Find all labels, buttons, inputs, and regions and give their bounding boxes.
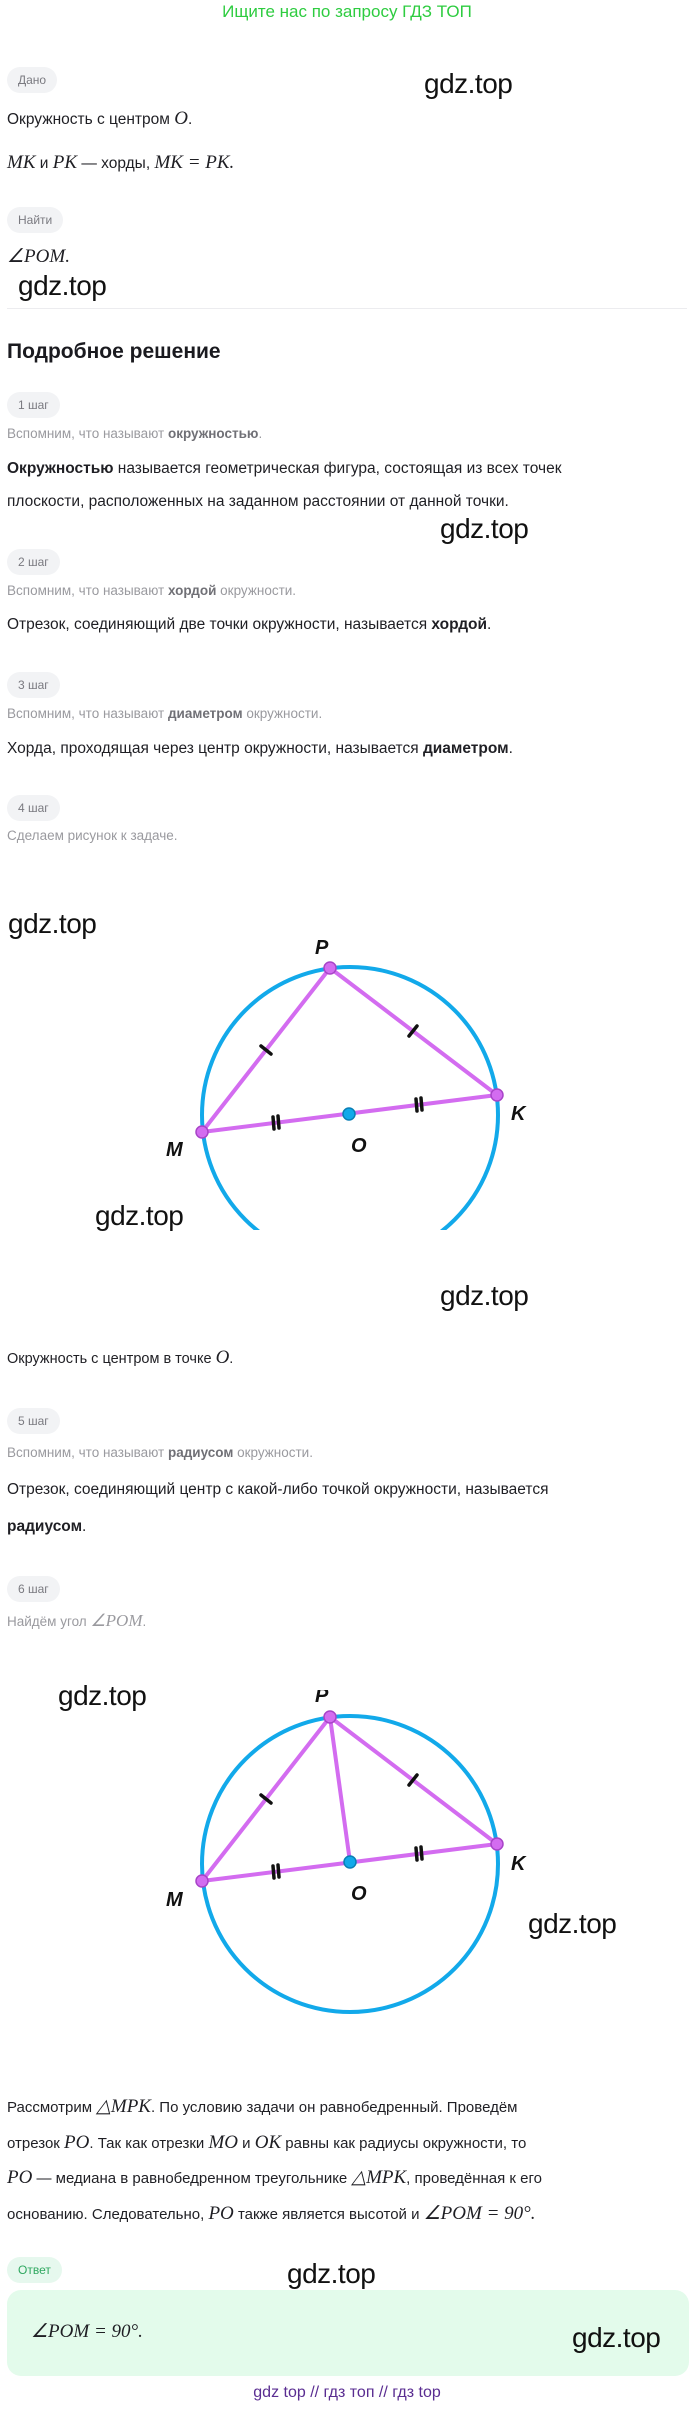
find-badge: Найти <box>7 207 64 233</box>
solution-heading: Подробное решение <box>7 340 221 363</box>
step-2-text: Отрезок, соединяющий две точки окружност… <box>7 616 492 633</box>
double-tick-mark <box>271 1864 276 1880</box>
answer-badge: Ответ <box>7 2257 62 2283</box>
step-6-hint: Найдём угол ∠POM. <box>7 1611 147 1630</box>
label-m: M <box>166 1889 184 1911</box>
watermark: gdz.top <box>572 2322 661 2353</box>
step-5-hint: Вспомним, что называют радиусом окружнос… <box>7 1445 313 1460</box>
reasoning-line-4: основанию. Следовательно, PO также являе… <box>7 2203 536 2224</box>
watermark: gdz.top <box>58 1680 147 1711</box>
tick-mark <box>259 1044 273 1056</box>
reasoning-line-1: Рассмотрим △MPK. По условию задачи он ра… <box>7 2096 518 2117</box>
circle <box>200 1714 500 2014</box>
answer-value: ∠POM = 90°. <box>31 2321 143 2342</box>
answer-box <box>7 2290 689 2376</box>
search-banner: Ищите нас по запросу ГДЗ ТОП <box>222 2 472 21</box>
point-k <box>490 1088 504 1102</box>
label-k: K <box>511 1103 527 1125</box>
double-tick-mark <box>414 1097 419 1113</box>
label-p: P <box>315 937 329 959</box>
watermark: gdz.top <box>440 1280 529 1311</box>
step-2-hint: Вспомним, что называют хордой окружности… <box>7 583 297 598</box>
label-o: O <box>351 1883 367 1905</box>
circle <box>200 965 500 1230</box>
label-m: M <box>166 1139 184 1161</box>
step-5-badge: 5 шаг <box>7 1408 60 1434</box>
tick-mark <box>407 1773 419 1787</box>
step-1-text-line-1: Окружностью называется геометрическая фи… <box>7 460 562 477</box>
label-o: O <box>351 1135 367 1157</box>
step-4-hint: Сделаем рисунок к задаче. <box>7 828 178 843</box>
given-line-2: MK и PK — хорды, MK = PK. <box>7 152 235 173</box>
given-line-1: Окружность с центром O. <box>7 108 193 129</box>
watermark: gdz.top <box>528 1908 617 1939</box>
reasoning-line-2: отрезок PO. Так как отрезки MO и OK равн… <box>7 2132 527 2153</box>
step-1-badge: 1 шаг <box>7 392 60 418</box>
point-p <box>323 961 337 975</box>
watermark: gdz.top <box>95 1200 184 1231</box>
double-tick-mark <box>276 1114 281 1130</box>
double-tick-mark <box>419 1096 424 1112</box>
watermark: gdz.top <box>287 2258 376 2289</box>
point-m <box>195 1874 209 1888</box>
find-value: ∠POM. <box>7 246 70 267</box>
step-1-hint: Вспомним, что называют окружностью. <box>7 426 263 441</box>
point-o <box>343 1855 357 1869</box>
divider <box>7 308 687 309</box>
watermark: gdz.top <box>440 513 529 544</box>
watermark: gdz.top <box>18 270 107 301</box>
label-k: K <box>511 1853 527 1875</box>
double-tick-mark <box>271 1115 276 1131</box>
tick-mark <box>259 1793 273 1805</box>
step-5-text-line-1: Отрезок, соединяющий центр с какой-либо … <box>7 1481 549 1498</box>
label-p: P <box>315 1690 329 1707</box>
tick-mark <box>407 1024 419 1038</box>
reasoning-line-3: PO — медиана в равнобедренном треугольни… <box>7 2167 542 2188</box>
point-m <box>195 1125 209 1139</box>
figure-2-circle-triangle-median: P K M O <box>166 1690 527 2014</box>
step-3-hint: Вспомним, что называют диаметром окружно… <box>7 706 323 721</box>
double-tick-mark <box>276 1863 281 1879</box>
given-badge: Дано <box>7 67 58 93</box>
step-5-text-line-2: радиусом. <box>7 1518 87 1535</box>
point-o <box>342 1107 356 1121</box>
step-2-badge: 2 шаг <box>7 549 60 575</box>
point-p <box>323 1710 337 1724</box>
step-4-badge: 4 шаг <box>7 795 60 821</box>
figure-1-circle-triangle: P K M O <box>166 937 527 1230</box>
step-3-badge: 3 шаг <box>7 672 60 698</box>
watermark: gdz.top <box>424 68 513 99</box>
watermark: gdz.top <box>8 908 97 939</box>
footer-links[interactable]: gdz top // гдз топ // гдз top <box>253 2384 441 2401</box>
double-tick-mark <box>419 1845 424 1861</box>
double-tick-mark <box>414 1846 419 1862</box>
step-1-text-line-2: плоскости, расположенных на заданном рас… <box>7 493 509 510</box>
segment-po <box>328 1715 352 1864</box>
step-3-text: Хорда, проходящая через центр окружности… <box>7 740 513 757</box>
point-k <box>490 1837 504 1851</box>
step-4-caption: Окружность с центром в точке O. <box>7 1347 234 1368</box>
step-6-badge: 6 шаг <box>7 1576 60 1602</box>
